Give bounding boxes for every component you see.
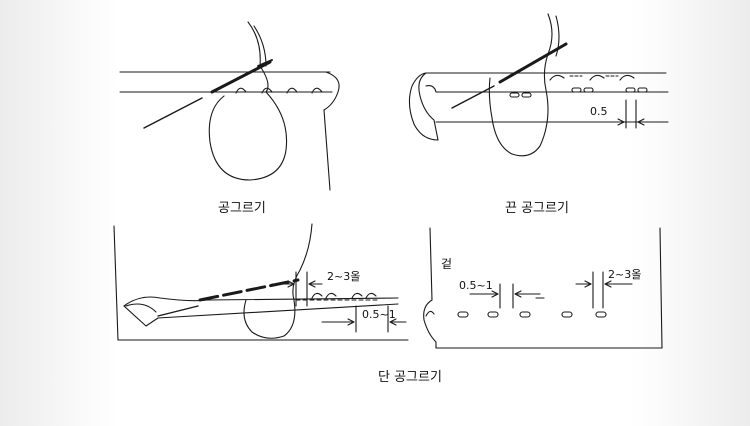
panel-cord-blind-stitch [408,13,669,157]
dim-label-0-5-1-left: 0.5~1 [362,308,396,321]
dim-label-0-5: 0.5 [590,105,608,118]
caption-blind-stitch: 공그르기 [218,201,266,216]
panel-hem-stitch-left [113,223,409,341]
panel-hem-stitch-right [423,227,663,349]
panel-blind-stitch [119,21,340,191]
dim-label-threads-right: 2~3올 [608,268,641,281]
caption-cord-blind-stitch: 끈 공그르기 [505,201,569,216]
outer-side-label: 겉 [441,257,452,271]
caption-hem-stitch: 단 공그르기 [378,370,442,385]
dim-label-0-5-1-right: 0.5~1 [459,279,493,292]
dim-label-threads-left: 2~3올 [327,270,360,283]
